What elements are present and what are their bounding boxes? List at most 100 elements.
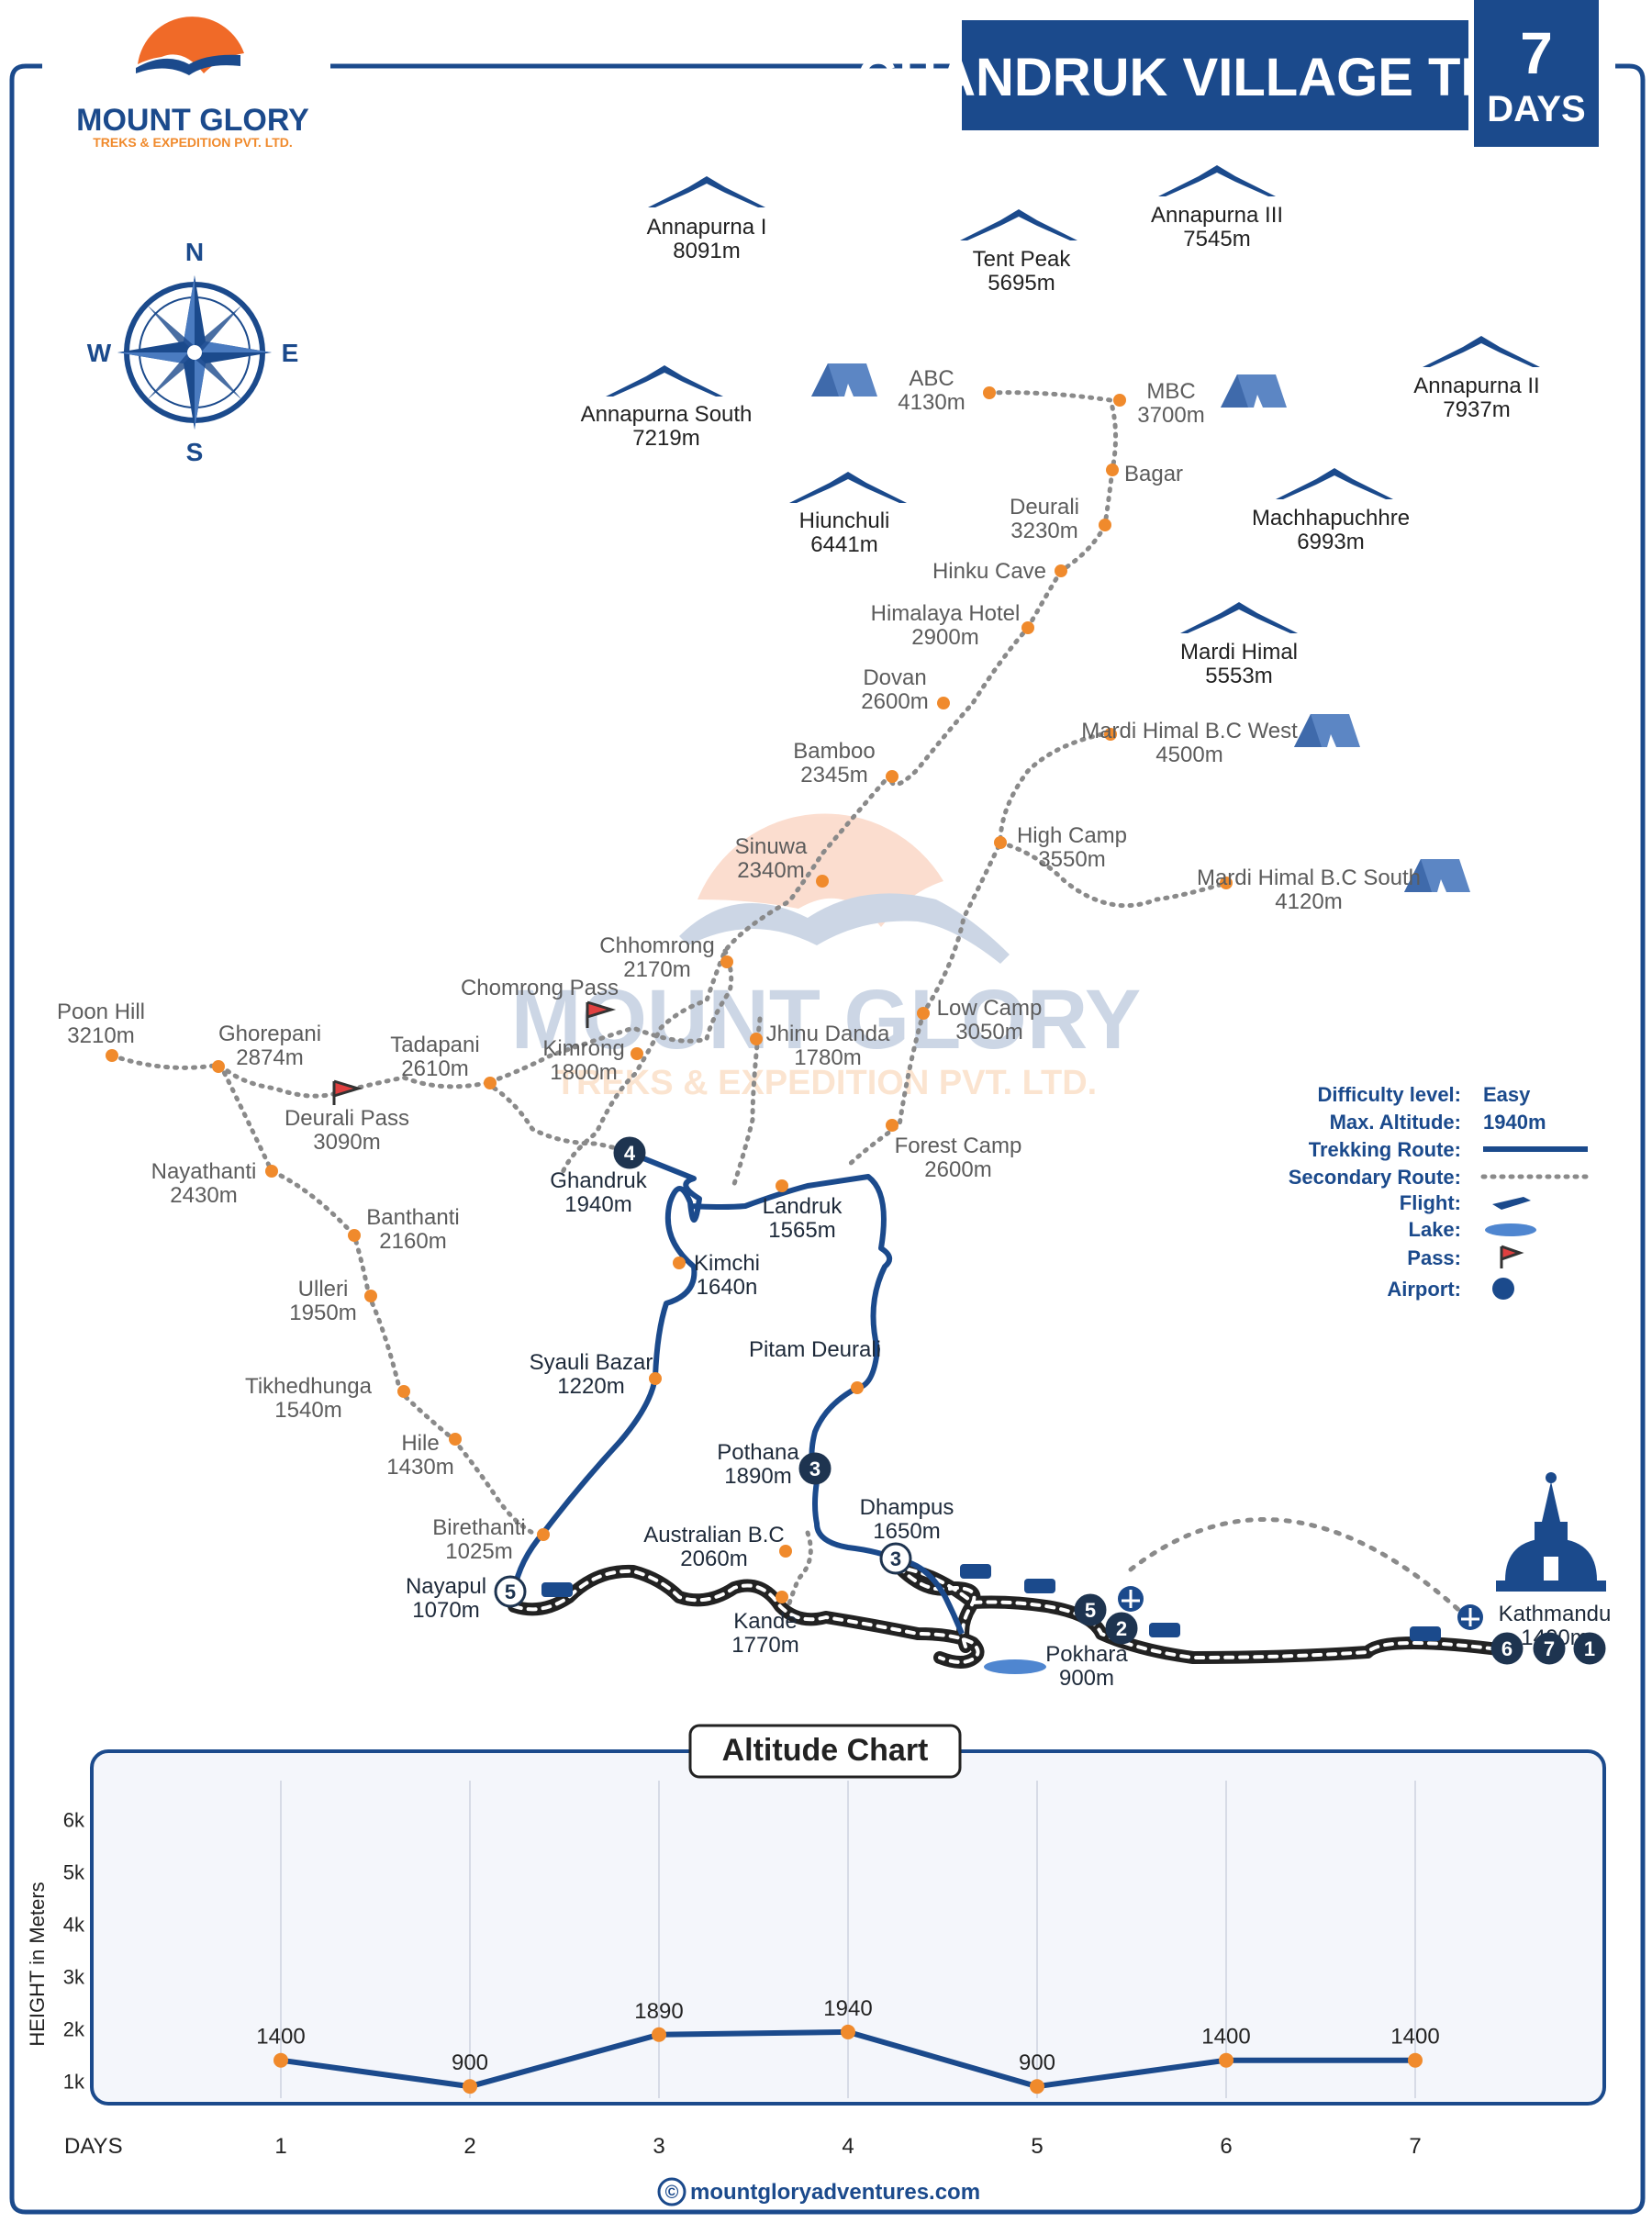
altitude-chart: Altitude Chart HEIGHT in Meters DAYS 1k2…	[26, 1724, 1606, 2159]
watermark-name: MOUNT GLORY	[511, 973, 1142, 1067]
place-altitude: 3210m	[67, 1023, 134, 1048]
location-marker	[106, 1049, 118, 1062]
compass-s: S	[186, 438, 204, 466]
legend-lake: Lake:	[1409, 1218, 1461, 1241]
place-name: Chomrong Pass	[461, 976, 619, 1000]
chart-xlabel: DAYS	[64, 2134, 123, 2159]
location-marker	[776, 1591, 788, 1603]
location-marker	[364, 1290, 377, 1302]
footer: © mountgloryadventures.com	[657, 2177, 980, 2206]
mountain-icon	[606, 365, 723, 397]
place-altitude: 2160m	[379, 1229, 446, 1254]
location-marker	[851, 1381, 864, 1394]
chart-ytick: 6k	[63, 1809, 85, 1832]
location-marker	[1055, 564, 1067, 577]
legend-difficulty-value: Easy	[1483, 1083, 1531, 1106]
place-name: MBC	[1146, 379, 1195, 404]
legend-secondary-route: Secondary Route:	[1289, 1166, 1461, 1189]
chart-ytick: 4k	[63, 1914, 85, 1937]
place-altitude: 1650m	[873, 1519, 940, 1544]
compass-w: W	[87, 339, 112, 367]
peak-name: Tent Peak	[973, 247, 1072, 272]
chart-data-label: 1400	[1201, 2025, 1250, 2050]
location-marker	[917, 1007, 930, 1020]
website-url[interactable]: mountgloryadventures.com	[690, 2180, 980, 2205]
place-name: Ghandruk	[550, 1168, 647, 1193]
chart-xtick: 3	[653, 2134, 664, 2159]
tent-icon	[1221, 374, 1287, 408]
day-marker	[1533, 1632, 1566, 1665]
place-altitude: 4130m	[898, 390, 965, 415]
chart-ytick: 2k	[63, 2018, 85, 2041]
place-altitude: 2060m	[680, 1547, 747, 1571]
legend-pass: Pass:	[1407, 1246, 1461, 1269]
peak-altitude: 6993m	[1297, 530, 1364, 554]
location-marker	[776, 1179, 788, 1192]
mountain-icon	[1158, 165, 1276, 196]
chart-point	[1219, 2052, 1233, 2068]
chart-xtick: 1	[274, 2134, 286, 2159]
place-altitude: 1940m	[564, 1192, 631, 1217]
day-number: 5	[505, 1581, 516, 1603]
brand-tagline: TREKS & EXPEDITION PVT. LTD.	[93, 135, 293, 150]
chart-data-label: 1400	[256, 2025, 305, 2050]
brand-logo: MOUNT GLORY TREKS & EXPEDITION PVT. LTD.	[76, 17, 309, 150]
legend: Difficulty level: Easy Max. Altitude: 19…	[1289, 1083, 1591, 1301]
day-number: 7	[1544, 1637, 1555, 1660]
airport-icons	[1118, 1586, 1483, 1630]
place-altitude: 1800m	[550, 1060, 617, 1085]
place-name: Poon Hill	[57, 1000, 145, 1024]
place-name: Tikhedhunga	[245, 1374, 373, 1399]
day-marker	[1105, 1612, 1138, 1645]
watermark-tagline: TREKS & EXPEDITION PVT. LTD.	[555, 1064, 1097, 1102]
day-number: 4	[624, 1142, 636, 1165]
location-marker	[937, 697, 950, 709]
day-number: 3	[890, 1547, 901, 1570]
place-name: Kande	[733, 1609, 797, 1634]
location-marker	[750, 1033, 763, 1045]
place-name: Banthanti	[366, 1205, 459, 1230]
chart-xtick: 7	[1409, 2134, 1421, 2159]
flag-icon	[332, 1079, 363, 1105]
day-marker	[1074, 1593, 1107, 1626]
location-marker	[449, 1433, 462, 1446]
copyright-icon	[657, 2177, 686, 2206]
place-name: Ghorepani	[218, 1022, 321, 1046]
chart-title: Altitude Chart	[722, 1733, 929, 1768]
location-marker	[631, 1047, 643, 1060]
peak-altitude: 7545m	[1183, 227, 1250, 251]
location-marker	[397, 1385, 410, 1398]
place-altitude: 1640n	[697, 1275, 758, 1300]
place-name: High Camp	[1017, 823, 1127, 848]
stupa-icon	[1496, 1472, 1606, 1592]
day-marker	[494, 1575, 527, 1608]
peak-altitude: 5695m	[988, 271, 1055, 296]
day-marker	[1573, 1632, 1606, 1665]
place-name: Dovan	[863, 665, 926, 690]
place-name: Deurali	[1010, 495, 1079, 519]
place-name: Nayathanti	[151, 1159, 257, 1184]
place-name: Hinku Cave	[932, 559, 1046, 584]
place-altitude: 1770m	[731, 1633, 798, 1658]
airport-icon	[1492, 1278, 1514, 1300]
place-altitude: 1220m	[557, 1374, 624, 1399]
peak-name: Annapurna I	[647, 215, 767, 240]
location-marker	[779, 1545, 792, 1558]
place-altitude: 2610m	[401, 1056, 468, 1081]
place-altitude: 1430m	[386, 1455, 453, 1480]
peak-name: Mardi Himal	[1180, 640, 1298, 665]
trek-title: GHANDRUK VILLAGE TREK	[857, 48, 1573, 107]
days-word: DAYS	[1487, 89, 1585, 129]
place-name: Bagar	[1124, 462, 1183, 486]
place-altitude: 4500m	[1155, 743, 1222, 767]
chart-point	[652, 2027, 666, 2042]
road	[508, 1561, 1512, 1669]
place-altitude: 1565m	[768, 1218, 835, 1243]
place-name: Mardi Himal B.C South	[1197, 866, 1421, 890]
chart-point	[273, 2052, 288, 2068]
peak-altitude: 7219m	[632, 426, 699, 451]
location-marker	[886, 770, 899, 783]
location-marker	[484, 1077, 497, 1089]
